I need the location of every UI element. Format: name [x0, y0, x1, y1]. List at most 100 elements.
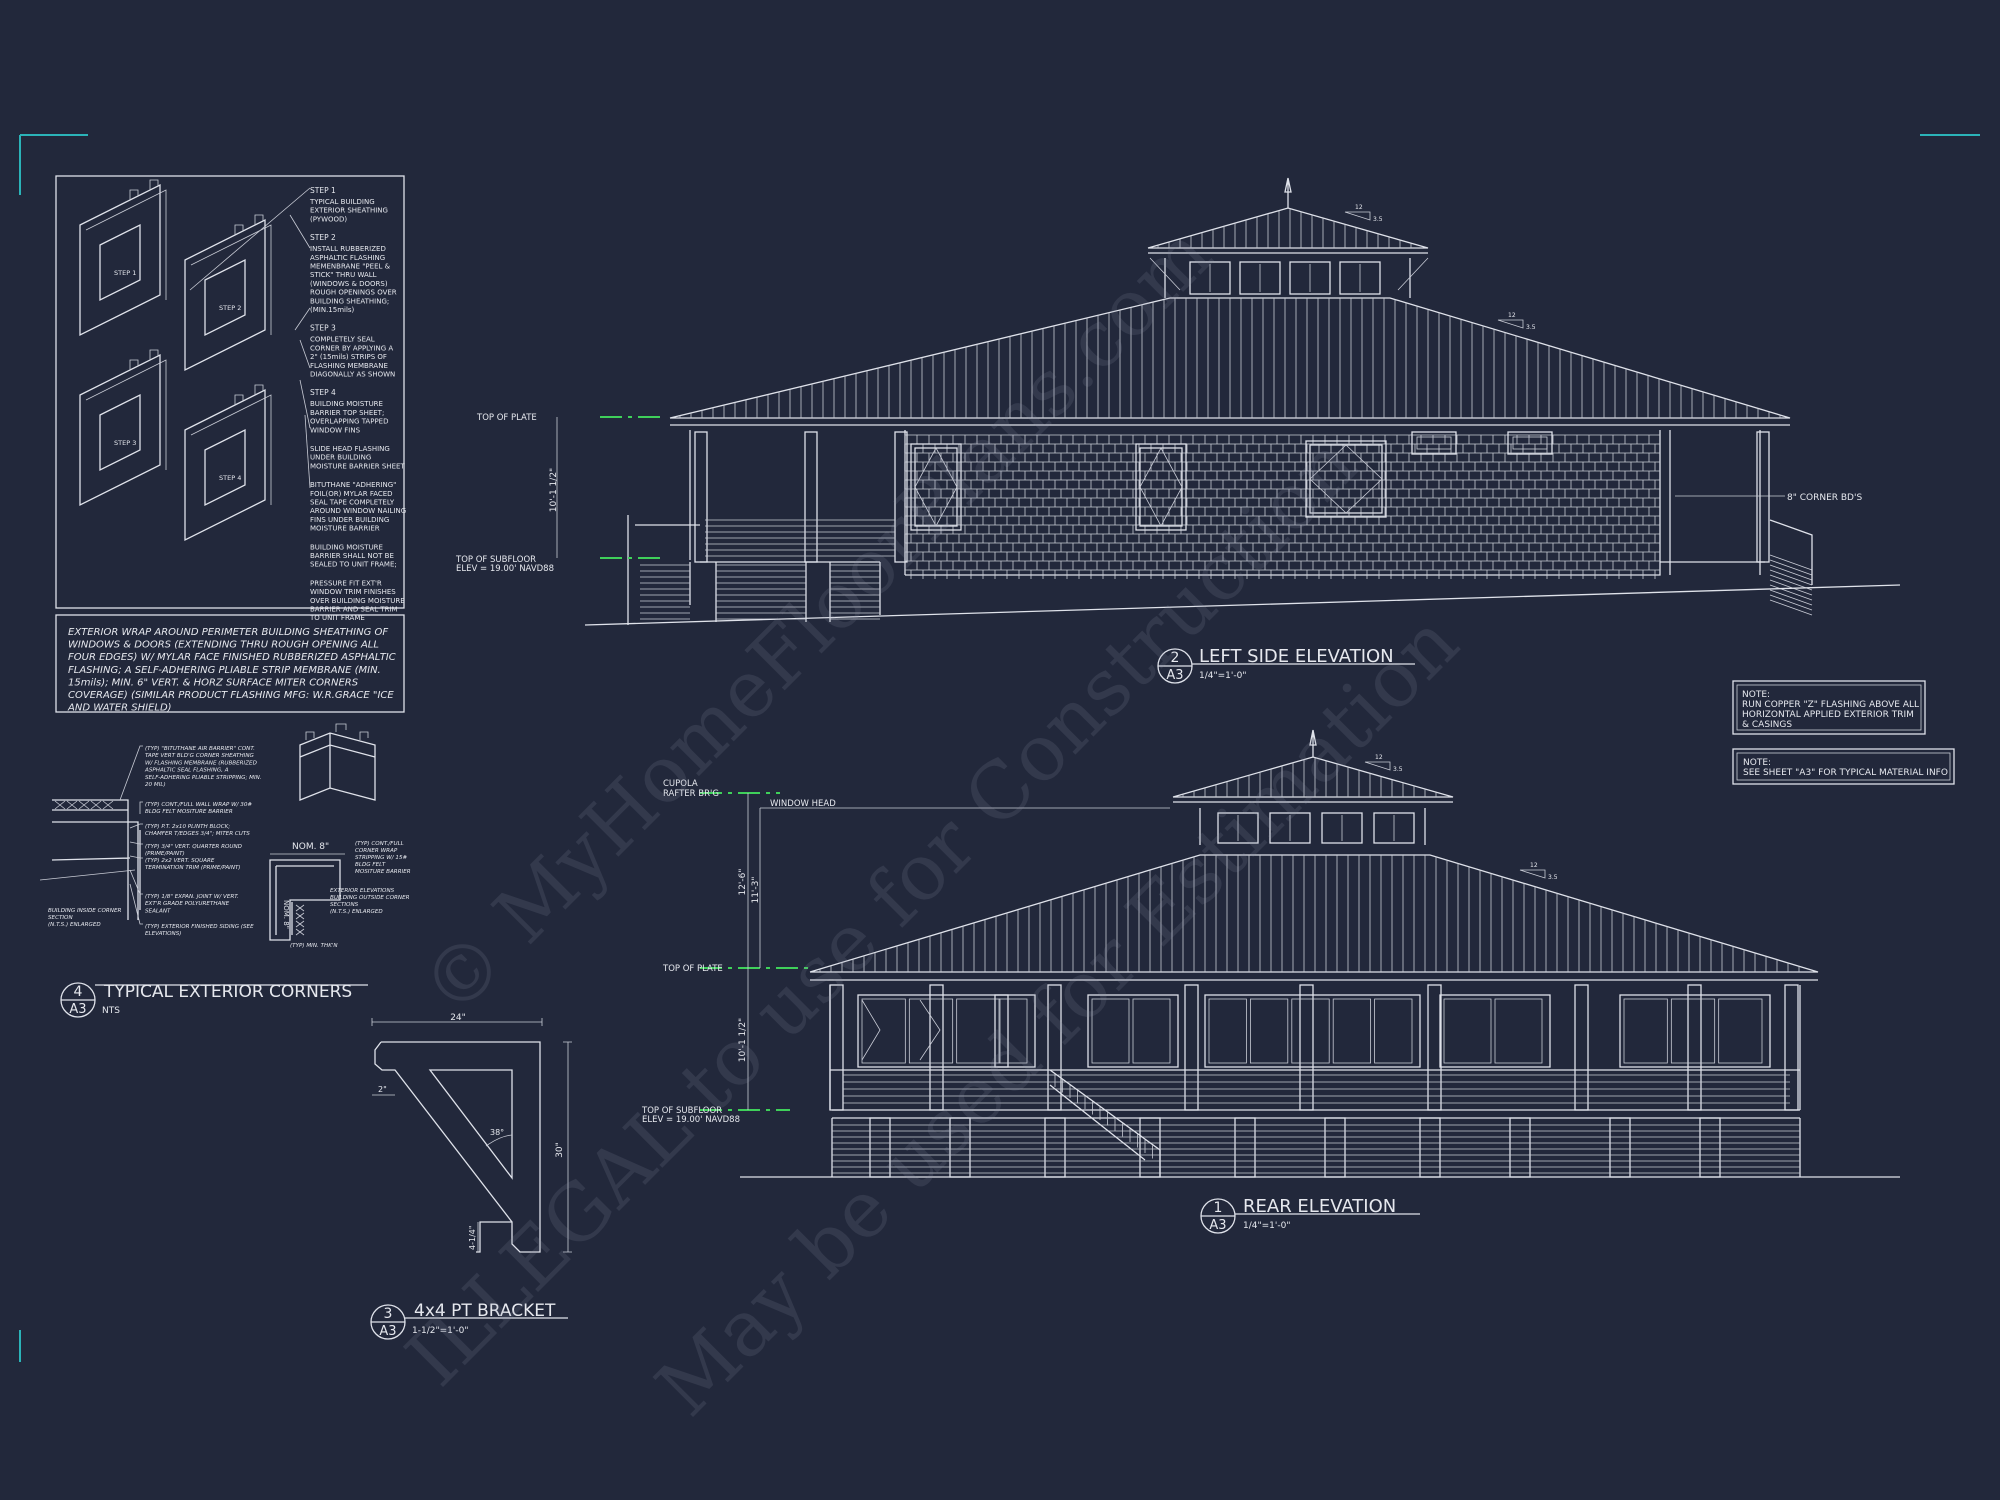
window-pane [1374, 998, 1413, 1064]
porch-column [804, 431, 818, 563]
pitch-triangle [1497, 319, 1524, 329]
step-text: TO UNIT FRAME [309, 614, 365, 622]
cupola-window [1217, 812, 1259, 844]
window-group [1439, 994, 1551, 1068]
stud [78, 800, 90, 810]
main-roof [809, 854, 1819, 981]
svg-text:1: 1 [1214, 1200, 1223, 1216]
dim-label: 2" [378, 1085, 387, 1094]
deck-stairs [627, 515, 881, 625]
window-swing [1139, 447, 1183, 527]
section-label: (N.T.S.) ENLARGED [48, 922, 101, 928]
level-label: CUPOLA [663, 779, 698, 789]
section-label: EXTERIOR ELEVATIONS [330, 888, 395, 894]
window-trim [910, 443, 962, 531]
pier [1609, 1117, 1631, 1178]
level-label: WINDOW HEAD [770, 799, 836, 809]
window-pane [1291, 998, 1330, 1064]
window-group [994, 994, 1036, 1068]
corner-callout: (TYP) "BITUTHANE AIR BARRIER" CONT. [145, 746, 255, 752]
step-text: UNDER BUILDING [310, 454, 371, 462]
callout: 8" CORNER BD'S [1787, 493, 1862, 503]
svg-text:2: 2 [1171, 650, 1180, 666]
detail-title: REAR ELEVATION [1243, 1196, 1396, 1217]
stair [1769, 519, 1813, 585]
detail-title: 4x4 PT BRACKET [414, 1301, 556, 1321]
pitch-rise: 3.5 [1548, 874, 1558, 881]
leader [129, 883, 143, 925]
note-line: NOTE: [1742, 690, 1770, 700]
note-line: SEE SHEET "A3" FOR TYPICAL MATERIAL INFO [1743, 768, 1948, 778]
step-tag: STEP 2 [219, 304, 241, 312]
step-text: OVER BUILDING MOISTURE [310, 597, 405, 605]
window-group [1087, 994, 1179, 1068]
cupola-roof [1172, 756, 1454, 845]
window-trim [1305, 440, 1387, 518]
dim-label: 38° [490, 1128, 504, 1137]
stair-rail [1769, 569, 1813, 586]
cupola-window [1269, 812, 1311, 844]
porch-column [829, 984, 844, 1111]
note-copper-flashing: NOTE: RUN COPPER "Z" FLASHING ABOVE ALL … [1732, 680, 1926, 735]
leader [129, 869, 143, 895]
detail-title: LEFT SIDE ELEVATION [1199, 646, 1394, 667]
wrap-note-line: FLASHING; A SELF-ADHERING PLIABLE STRIP … [68, 665, 381, 676]
leader [289, 214, 311, 249]
porch-column [1427, 984, 1442, 1111]
porch-column [1184, 984, 1199, 1111]
stud [102, 800, 114, 810]
step-text: INSTALL RUBBERIZED [310, 245, 386, 253]
step-text: FINS UNDER BUILDING [310, 516, 389, 524]
stair-rail [1769, 599, 1813, 616]
pitch-run: 12 [1355, 204, 1363, 211]
window-pane [908, 998, 954, 1064]
stud [295, 912, 305, 920]
step-text: 2" (15mils) STRIPS OF [310, 353, 387, 361]
panel-edge [190, 394, 272, 505]
corner-callout: TERMINATION TRIM (PRIME/PAINT) [145, 865, 241, 871]
finial [1309, 729, 1317, 757]
step-text: BUILDING MOISTURE [310, 543, 383, 551]
sheathing-tabs [234, 384, 264, 405]
stud [295, 928, 305, 936]
corner-callout: (TYP) CONT./FULL WALL WRAP W/ 30# [145, 802, 252, 808]
window-pane [1494, 998, 1543, 1064]
step-text: EXTERIOR SHEATHING [310, 207, 388, 215]
corner-callout: SEALANT [145, 908, 171, 914]
corner-callout: 20 MIL) [145, 782, 166, 788]
corner-callout: MOSITURE BARRIER [355, 869, 411, 875]
dim-line [747, 793, 1170, 1110]
level-label: TOP OF SUBFLOOR [641, 1106, 722, 1116]
level-label: RAFTER BR'G [663, 789, 719, 799]
dim-24 [371, 1018, 543, 1026]
window-pane [956, 998, 1001, 1064]
leader [139, 801, 143, 814]
window-pane [1623, 998, 1668, 1064]
leader [299, 339, 311, 369]
step-text: STICK" THRU WALL [310, 271, 377, 279]
corner-callout: (PRIME/PAINT) [145, 851, 185, 857]
sheathing-tabs [129, 179, 159, 200]
pier [1699, 1117, 1721, 1178]
stud [66, 800, 78, 810]
step-text: MOISTURE BARRIER SHEET [310, 462, 405, 470]
window-swing [861, 999, 941, 1061]
window-group [1204, 994, 1421, 1068]
window-opening [204, 428, 246, 507]
corner-callout: TAPE VERT BLD'G CORNER SHEATHING [145, 753, 255, 759]
corner-callout: BLDG FELT [355, 862, 386, 868]
note-line: & CASINGS [1742, 720, 1792, 730]
detail-title-rear: 1 A3 REAR ELEVATION 1/4"=1'-0" [1200, 1196, 1420, 1234]
inside-corner-section [51, 799, 141, 920]
step-text: (MIN.15mils) [310, 306, 355, 314]
step-text: SLIDE HEAD FLASHING [310, 445, 390, 453]
corner-callout: CORNER WRAP [355, 848, 398, 854]
step-text: ROUGH OPENINGS OVER [310, 289, 397, 297]
pitch-rise: 3.5 [1373, 216, 1383, 223]
step-tag: STEP 3 [114, 439, 136, 447]
angle-arc [485, 1134, 513, 1147]
level-label: TOP OF PLATE [662, 964, 723, 974]
